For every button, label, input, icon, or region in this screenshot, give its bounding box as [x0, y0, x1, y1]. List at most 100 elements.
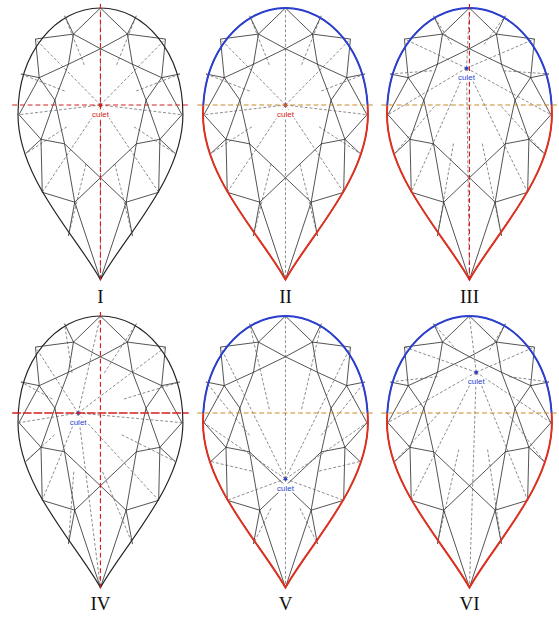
pavilion-line	[404, 347, 476, 372]
pavilion-line	[285, 39, 350, 105]
pavilion-line	[26, 435, 55, 462]
panel-numeral: I	[97, 287, 103, 307]
culet-point	[474, 371, 477, 374]
pavilion-line	[78, 413, 159, 500]
pavilion-line	[388, 372, 476, 422]
pavilion-line	[21, 382, 52, 399]
pavilion-line	[124, 382, 180, 399]
pavilion-line	[68, 472, 73, 544]
pavilion-line	[467, 68, 528, 192]
culet-label: culet	[457, 72, 476, 81]
pavilion-line	[253, 164, 271, 236]
pavilion-line	[437, 144, 453, 236]
pavilion-line	[19, 105, 100, 115]
pavilion-line	[100, 39, 165, 105]
pavilion-line	[134, 127, 175, 154]
pavilion-line	[204, 423, 285, 479]
panel-numeral: II	[279, 287, 292, 307]
pavilion-line	[507, 412, 544, 461]
pavilion-line	[78, 413, 182, 423]
pavilion-line	[122, 435, 175, 462]
culet-label: culet	[467, 376, 486, 385]
pavilion-line	[285, 316, 286, 479]
pear-panel	[197, 8, 374, 280]
pavilion-line	[321, 382, 365, 435]
pavilion-line	[35, 347, 78, 413]
pavilion-line	[484, 16, 505, 45]
pear-panel	[197, 316, 374, 588]
panel-numeral: III	[460, 287, 479, 307]
pavilion-line	[211, 127, 252, 154]
pavilion-line	[285, 105, 286, 280]
panel-numeral: VI	[459, 594, 479, 614]
pavilion-line	[388, 68, 467, 115]
pavilion-line	[509, 377, 549, 382]
pavilion-line	[395, 412, 440, 461]
pavilion-line	[300, 508, 318, 544]
pavilion-line	[319, 462, 360, 472]
culet-label: culet	[69, 417, 88, 426]
pavilion-line	[285, 8, 286, 105]
pavilion-line	[437, 450, 458, 544]
pavilion-line	[26, 127, 67, 154]
panel-numeral: V	[279, 594, 293, 614]
pavilion-line	[321, 74, 365, 91]
pavilion-line	[285, 423, 366, 479]
pavilion-line	[220, 39, 285, 105]
pavilion-line	[103, 472, 133, 544]
pavilion-line	[469, 316, 476, 372]
pavilion-line	[434, 16, 452, 45]
pavilion-line	[78, 316, 100, 413]
pear-panel	[12, 4, 189, 283]
pavilion-line	[469, 372, 476, 587]
pavilion-line	[65, 16, 85, 65]
pavilion-line	[489, 324, 505, 351]
pavilion-line	[78, 347, 165, 413]
pavilion-line	[411, 68, 466, 192]
pear-panel	[381, 316, 558, 588]
pavilion-line	[285, 479, 286, 588]
pavilion-line	[476, 372, 551, 422]
pavilion-line	[206, 74, 250, 91]
pavilion-line	[211, 462, 252, 472]
pavilion-line	[253, 508, 271, 544]
pavilion-line	[488, 450, 502, 544]
panel-numeral: IV	[90, 594, 110, 614]
pavilion-line	[136, 74, 180, 91]
pavilion-line	[302, 16, 322, 65]
pavilion-line	[482, 144, 501, 236]
pavilion-line	[302, 324, 322, 409]
pavilion-line	[250, 324, 270, 409]
pavilion-line	[476, 372, 527, 500]
pavilion-line	[117, 16, 137, 65]
pavilion-line	[467, 68, 551, 115]
pavilion-line	[404, 39, 466, 68]
pavilion-line	[78, 413, 100, 588]
pavilion-line	[115, 164, 133, 236]
culet-label: culet	[276, 109, 295, 118]
culet-label: culet	[91, 109, 110, 118]
pavilion-line	[104, 324, 136, 373]
pavilion-line	[300, 164, 318, 236]
pavilion-line	[204, 105, 285, 115]
pear-panel	[12, 312, 189, 591]
pavilion-line	[390, 71, 432, 74]
pavilion-line	[100, 105, 181, 115]
pear-panel	[381, 4, 558, 283]
pavilion-line	[206, 382, 250, 435]
pavilion-line	[504, 71, 549, 74]
pavilion-line	[250, 16, 270, 65]
pavilion-line	[390, 377, 437, 382]
pavilion-line	[21, 74, 65, 91]
pavilion-line	[285, 105, 366, 115]
pavilion-line	[467, 39, 535, 68]
pavilion-line	[501, 107, 544, 154]
pavilion-line	[476, 347, 534, 372]
pavilion-line	[411, 372, 476, 500]
pavilion-line	[434, 324, 457, 351]
culet-point	[284, 477, 287, 480]
pavilion-line	[65, 324, 72, 373]
culet-label: culet	[276, 483, 295, 492]
